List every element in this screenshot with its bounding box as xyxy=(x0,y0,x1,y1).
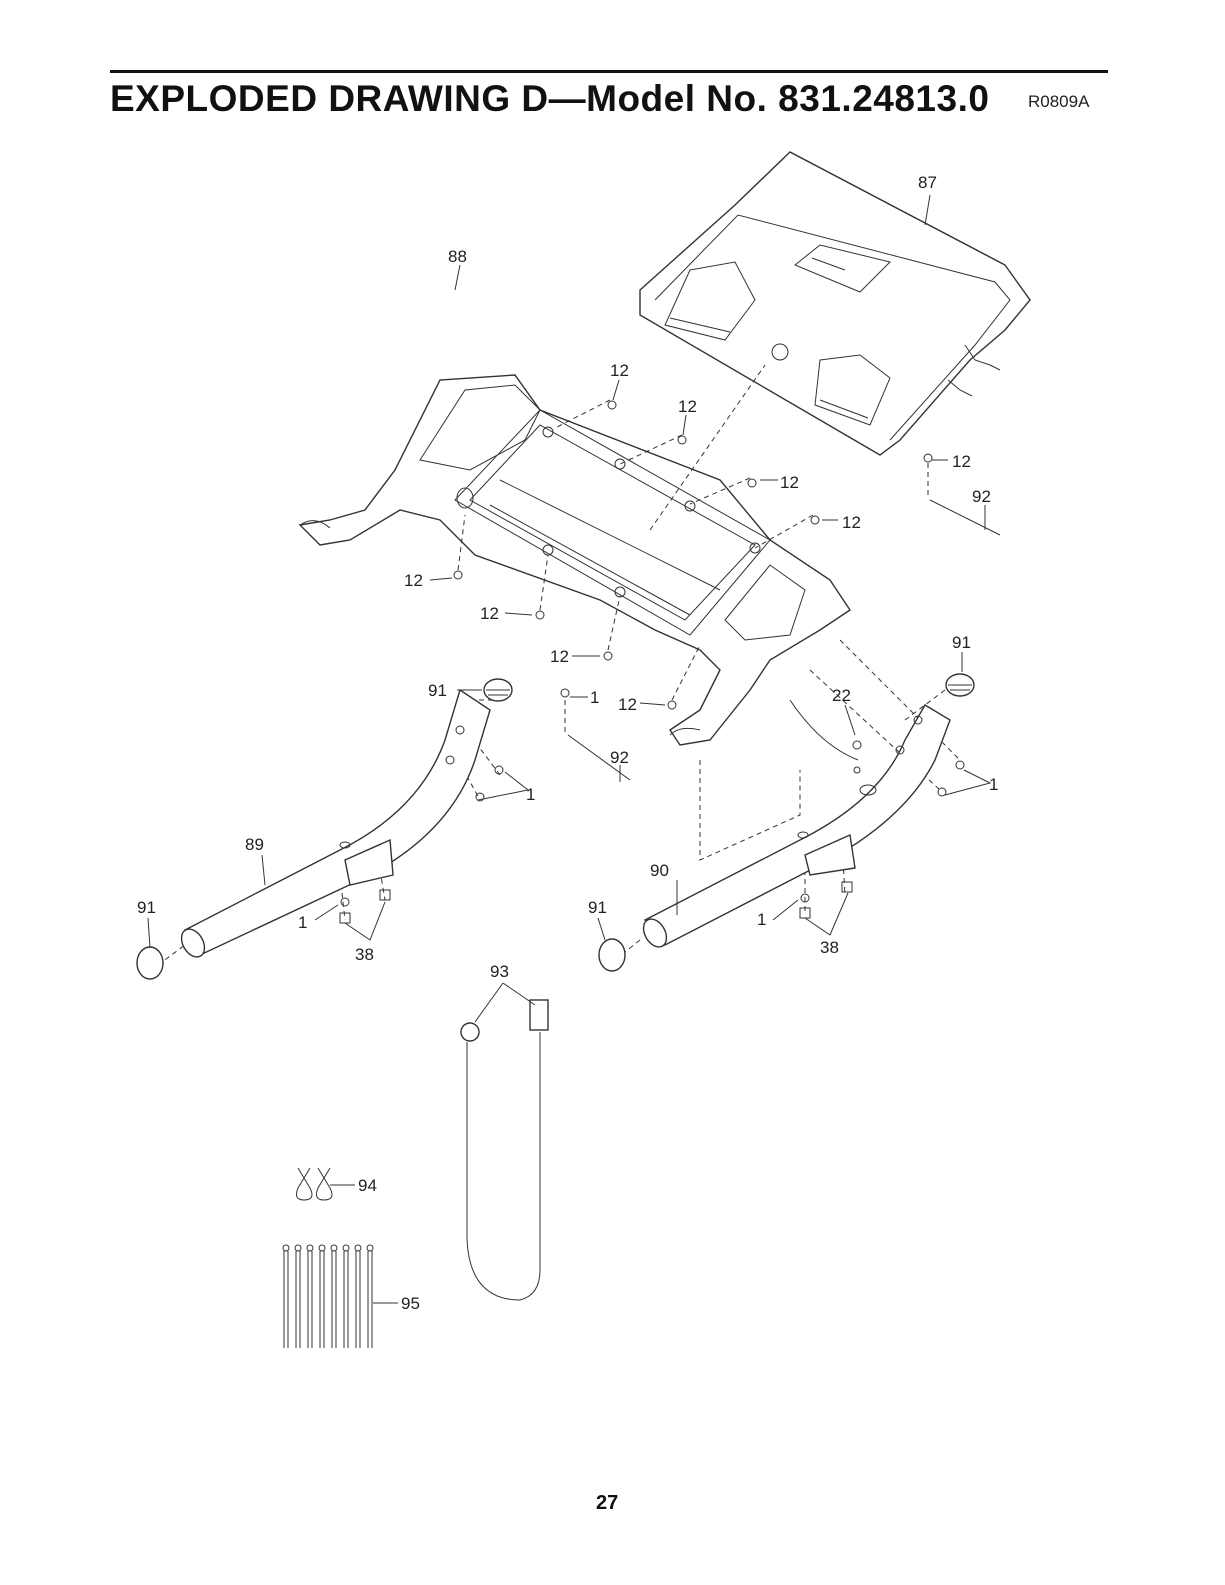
part-93-cable xyxy=(461,1000,548,1300)
callout-90: 90 xyxy=(650,861,669,880)
callout-1-c: 1 xyxy=(989,775,998,794)
callout-88: 88 xyxy=(448,247,467,266)
page-number: 27 xyxy=(596,1492,618,1515)
callout-12-g: 12 xyxy=(480,604,499,623)
callout-91-b: 91 xyxy=(952,633,971,652)
callout-12-i: 12 xyxy=(618,695,637,714)
callout-95: 95 xyxy=(401,1294,420,1313)
callout-89: 89 xyxy=(245,835,264,854)
callout-1-b: 1 xyxy=(526,785,535,804)
callout-1-e: 1 xyxy=(757,910,766,929)
callout-1-d: 1 xyxy=(298,913,307,932)
part-94-ties xyxy=(296,1168,332,1200)
part-95-ties xyxy=(283,1245,373,1348)
callout-92-a: 92 xyxy=(972,487,991,506)
callout-38-a: 38 xyxy=(355,945,374,964)
callout-12-f: 12 xyxy=(404,571,423,590)
callout-1-a: 1 xyxy=(590,688,599,707)
part-87-console xyxy=(640,152,1030,455)
callout-94: 94 xyxy=(358,1176,377,1195)
part-89-left-upright xyxy=(177,690,490,961)
callout-12-b: 12 xyxy=(678,397,697,416)
part-88-console-base xyxy=(300,375,850,745)
callout-12-e: 12 xyxy=(952,452,971,471)
callout-12-c: 12 xyxy=(780,473,799,492)
callout-12-d: 12 xyxy=(842,513,861,532)
callout-87: 87 xyxy=(918,173,937,192)
callout-12-h: 12 xyxy=(550,647,569,666)
callout-38-b: 38 xyxy=(820,938,839,957)
callout-22: 22 xyxy=(832,686,851,705)
callout-92-b: 92 xyxy=(610,748,629,767)
callout-91-c: 91 xyxy=(137,898,156,917)
callout-91-d: 91 xyxy=(588,898,607,917)
callout-93: 93 xyxy=(490,962,509,981)
callout-91-a: 91 xyxy=(428,681,447,700)
part-22-wire xyxy=(790,700,861,773)
callout-12-a: 12 xyxy=(610,361,629,380)
